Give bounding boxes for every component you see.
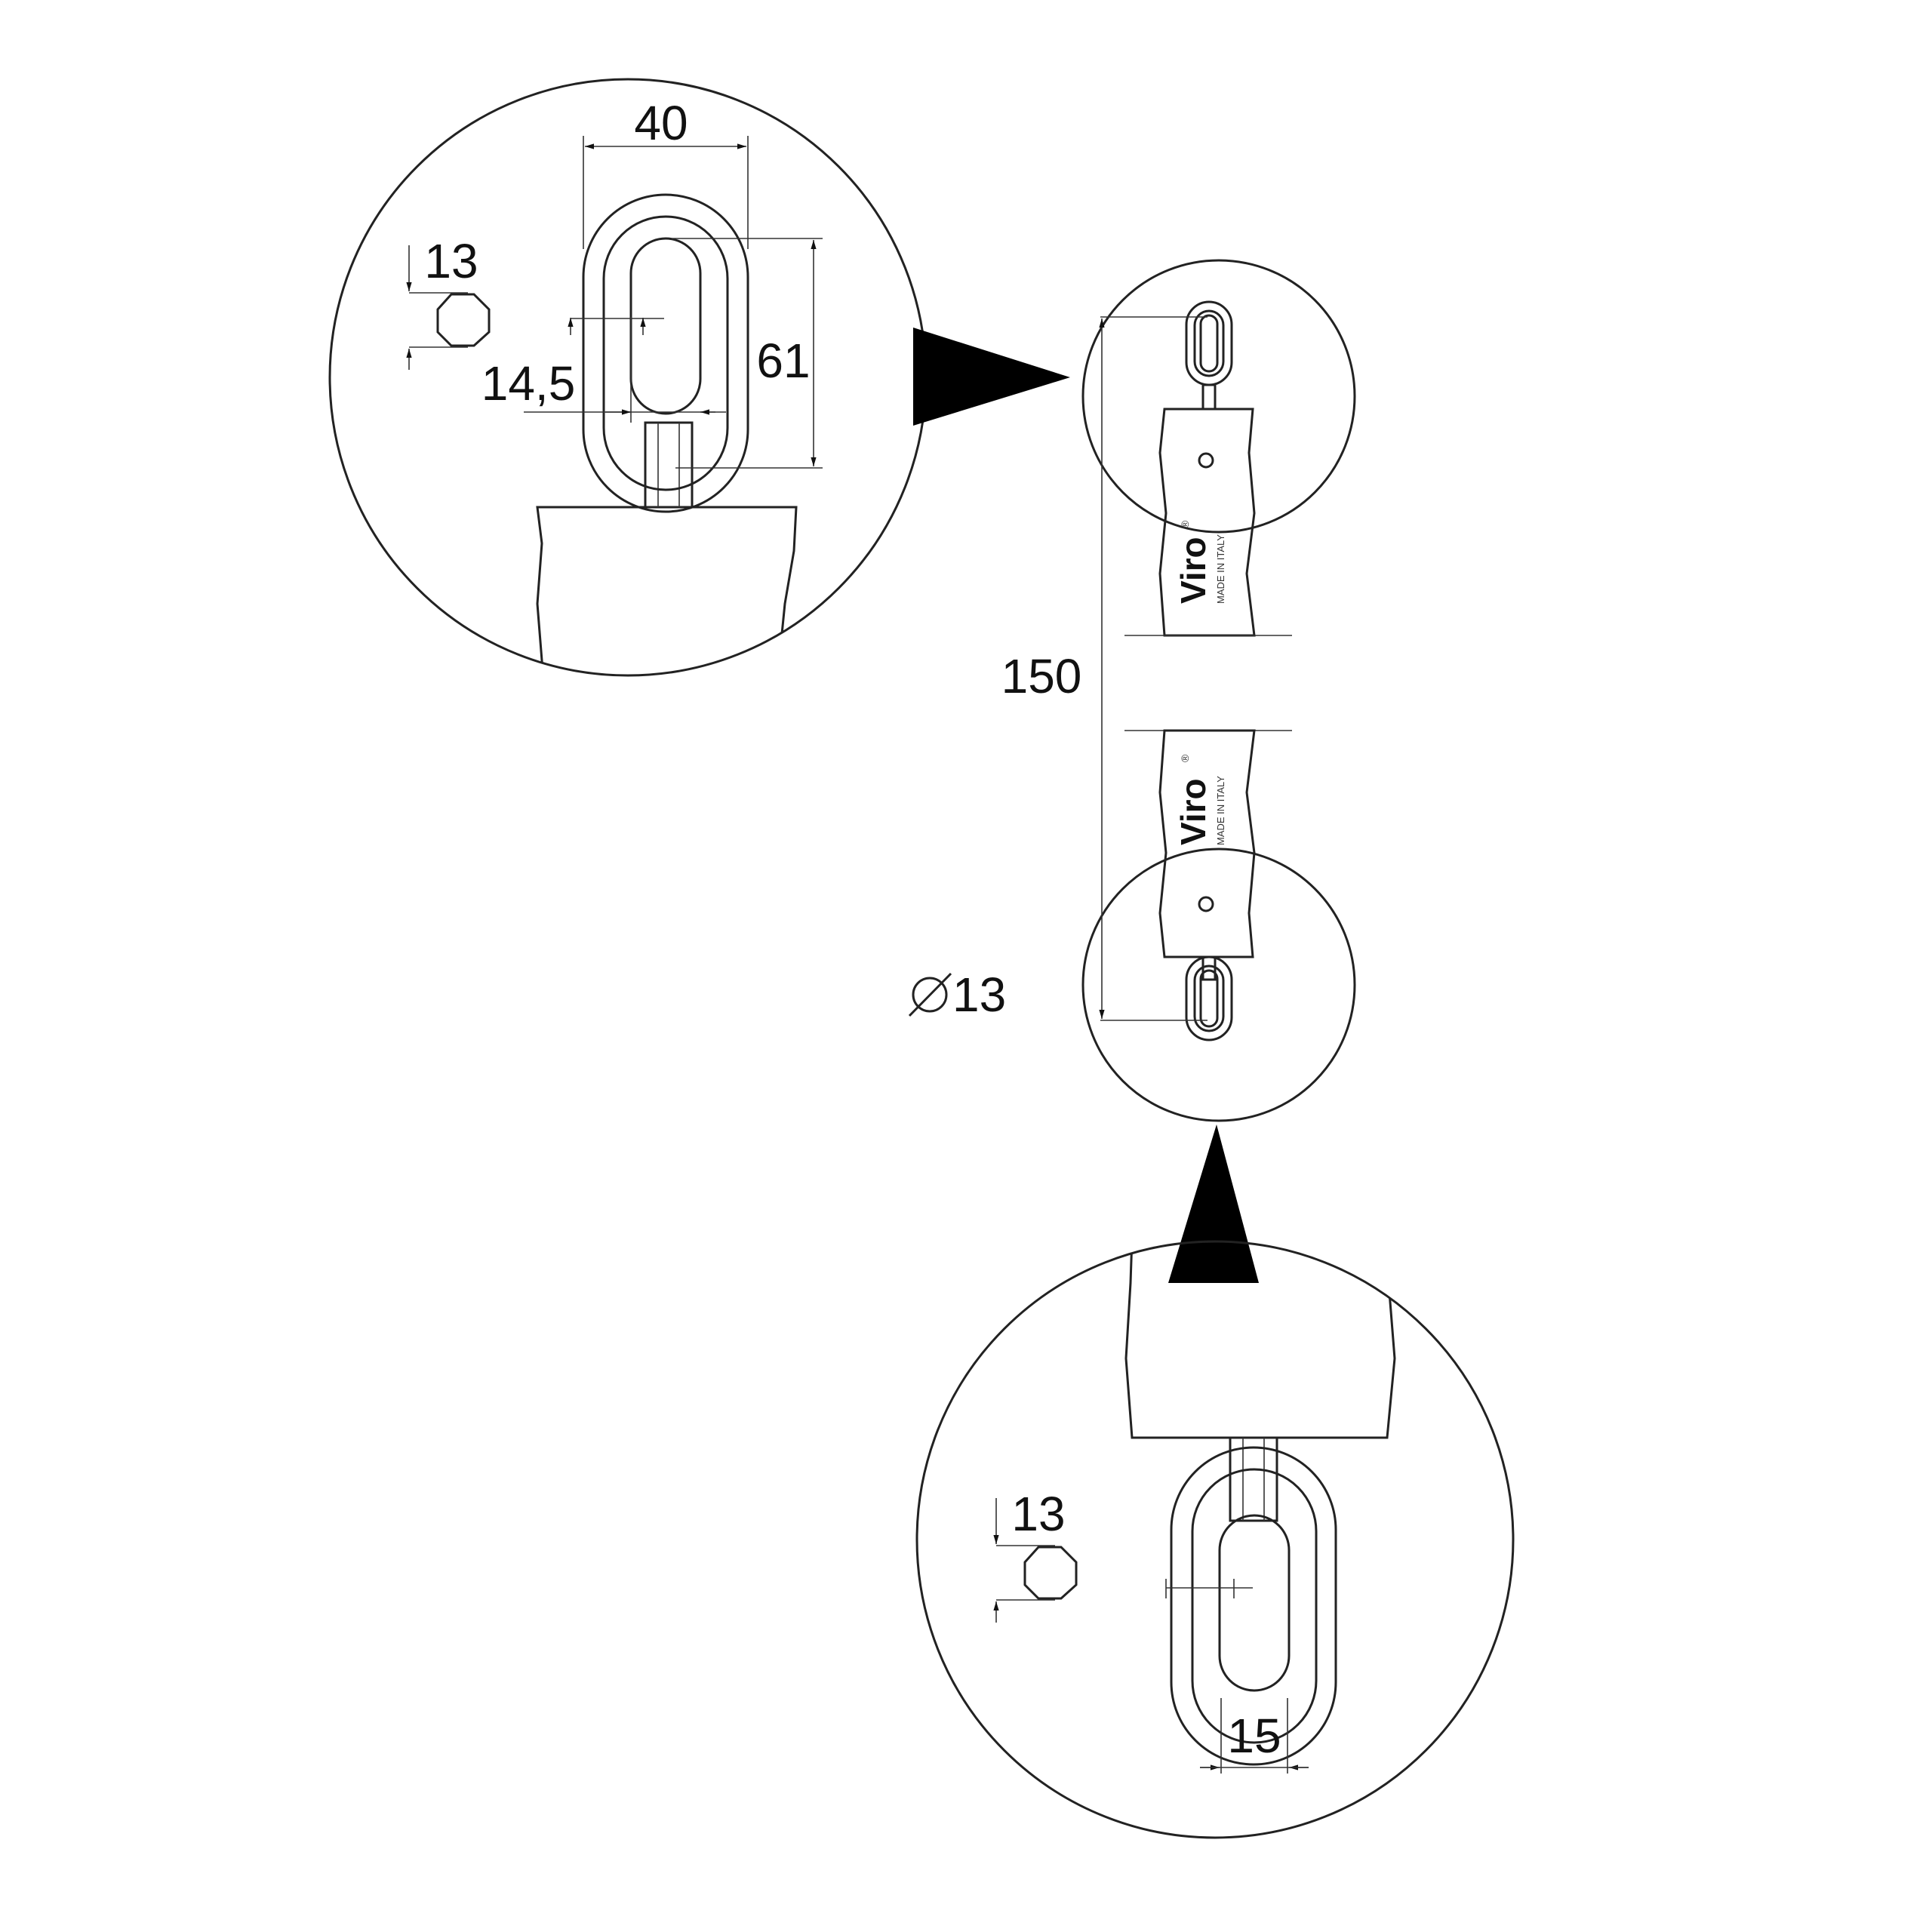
lower-callout-circle [1081, 848, 1356, 1122]
diameter-symbol [912, 977, 948, 1013]
top-chain-link-mid [602, 215, 729, 491]
bottom-chain-link-outer [1170, 1446, 1337, 1766]
main-bar-lower [1158, 729, 1256, 958]
bottom-detail-view: 15 13 [915, 1240, 1515, 1839]
bottom-pointer-arrow [1168, 1124, 1259, 1283]
upper-callout-circle [1081, 259, 1356, 534]
top-detail-view: 40 61 14,5 13 [328, 78, 928, 677]
top-handle-section [536, 506, 798, 675]
upper-registered: ® [1179, 520, 1191, 528]
dim-pin-spacing: 15 [1227, 1709, 1281, 1763]
bottom-chain-link-inner [1218, 1514, 1291, 1692]
top-detail-circle [328, 78, 928, 677]
main-handle-view: Viro ® MADE IN ITALY Viro ® MADE IN ITAL… [908, 259, 1356, 1122]
lower-logo: Viro [1174, 778, 1213, 845]
bottom-pin [1229, 1436, 1278, 1522]
top-chain-link-outer [582, 193, 749, 513]
main-bottom-link [1185, 955, 1233, 1041]
top-chain-link-inner [629, 237, 702, 415]
lower-origin: MADE IN ITALY [1215, 776, 1226, 845]
bottom-hex-section [1023, 1546, 1078, 1600]
dim-link-outer-width: 40 [634, 96, 688, 150]
dim-top-section: 13 [424, 234, 478, 288]
dim-bottom-section: 13 [1011, 1487, 1065, 1541]
dim-link-inner-width: 14,5 [481, 356, 576, 411]
top-pin [644, 421, 694, 509]
dim-diameter: 13 [952, 968, 1006, 1022]
dim-link-height: 61 [756, 334, 810, 388]
bottom-chain-link-mid [1191, 1468, 1318, 1744]
dim-overall-length: 150 [1001, 649, 1082, 703]
upper-logo: Viro [1174, 537, 1213, 604]
upper-origin: MADE IN ITALY [1215, 534, 1226, 604]
top-hex-section [436, 293, 491, 347]
top-pointer-arrow [913, 328, 1070, 426]
lower-registered: ® [1179, 754, 1191, 762]
bottom-detail-circle [915, 1240, 1515, 1839]
bottom-handle-section [1124, 1241, 1398, 1439]
